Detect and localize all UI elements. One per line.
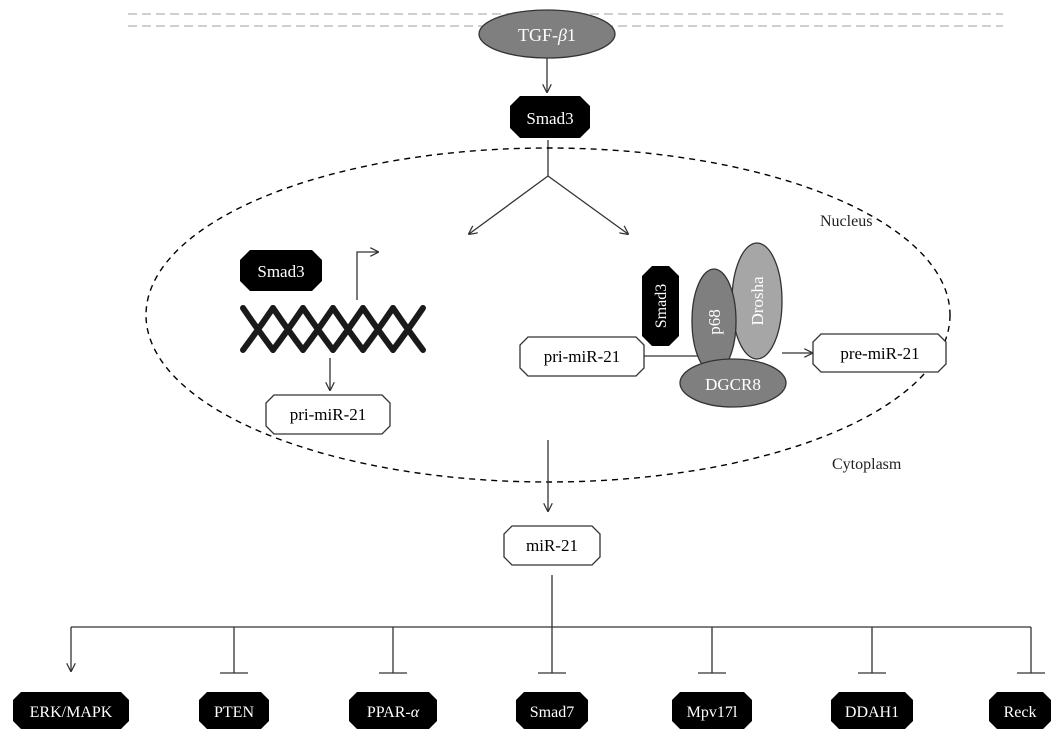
mir21-node: miR-21 [503, 525, 601, 566]
inhibition-bar [858, 627, 886, 674]
pri-mir21-left-node: pri-miR-21 [265, 394, 391, 435]
cytoplasm-label: Cytoplasm [832, 456, 902, 473]
target-reck: Reck [989, 627, 1051, 729]
target-erk-mapk: ERK/MAPK [13, 627, 129, 729]
drosha-label: Drosha [748, 276, 767, 326]
p68-label: p68 [705, 309, 724, 335]
pre-mir21-node: pre-miR-21 [812, 333, 947, 373]
target-label: DDAH1 [845, 704, 899, 721]
target-node-shape [199, 692, 269, 729]
target-mpv17l: Mpv17l [672, 627, 752, 729]
drosha-node: Drosha [731, 242, 783, 360]
smad3-top-label: Smad3 [526, 109, 573, 128]
targets-group: ERK/MAPK PTEN PPAR-α Smad7 Mpv17l DDAH1 Reck [13, 627, 1051, 729]
target-node-shape [989, 692, 1051, 729]
inhibition-bar [379, 627, 407, 674]
pre-mir21-label: pre-miR-21 [840, 344, 919, 363]
dna-helix-icon [240, 305, 426, 353]
pri-mir21-right-label: pri-miR-21 [544, 347, 621, 366]
target-node-shape [672, 692, 752, 729]
tgf-beta1-node: TGF-β1 [478, 9, 616, 59]
smad3-left-node: Smad3 [240, 250, 322, 291]
dgcr8-label: DGCR8 [705, 375, 761, 394]
target-node-shape [13, 692, 129, 729]
target-smad7: Smad7 [516, 627, 588, 729]
target-label: ERK/MAPK [30, 704, 113, 721]
pri-mir21-left-label: pri-miR-21 [290, 405, 367, 424]
branch-arrows [469, 140, 628, 234]
target-ppar-: PPAR-α [349, 627, 437, 729]
tgf-beta1-label: TGF-β1 [518, 25, 576, 45]
target-label: Mpv17l [687, 704, 738, 721]
smad3-left-label: Smad3 [257, 262, 304, 281]
target-pten: PTEN [199, 627, 269, 729]
smad3-right-label: Smad3 [653, 284, 670, 328]
smad3-right-node: Smad3 [642, 266, 679, 346]
target-label: PPAR-α [367, 704, 420, 721]
target-label: PTEN [214, 704, 254, 721]
inhibition-bar [698, 627, 726, 674]
target-tree [71, 575, 1031, 628]
nucleus-label: Nucleus [820, 213, 872, 230]
target-label: Smad7 [530, 704, 574, 721]
target-ddah1: DDAH1 [831, 627, 913, 729]
pri-mir21-right-node: pri-miR-21 [519, 336, 645, 377]
mir21-label: miR-21 [526, 536, 578, 555]
target-node-shape [831, 692, 913, 729]
target-node-shape [349, 692, 437, 729]
dgcr8-node: DGCR8 [679, 358, 787, 408]
inhibition-bar [1017, 627, 1045, 674]
inhibition-bar [220, 627, 248, 674]
target-label: Reck [1004, 704, 1037, 721]
smad3-top-node: Smad3 [510, 96, 590, 138]
transcription-start-arrow [356, 252, 378, 300]
target-node-shape [516, 692, 588, 729]
inhibition-bar [538, 627, 566, 674]
p68-node: p68 [691, 268, 737, 374]
